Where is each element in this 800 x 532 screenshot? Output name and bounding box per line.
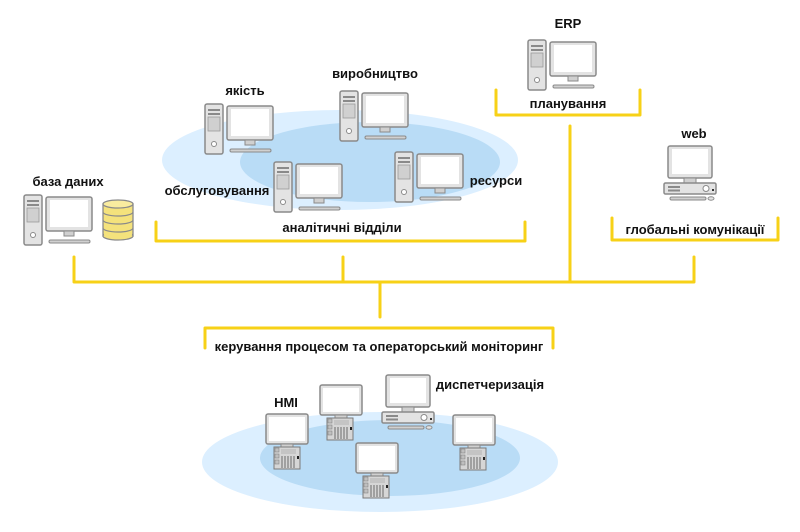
quality-label: якість	[225, 83, 264, 98]
database-workstation-icon	[23, 194, 93, 246]
global-comm-bracket	[610, 216, 780, 242]
web-server-icon	[663, 145, 717, 201]
erp-label: ERP	[555, 16, 582, 31]
maintenance-label: обслуговування	[165, 183, 270, 198]
dispatch-workstation-icon	[381, 374, 435, 430]
erp-workstation-icon	[527, 39, 597, 91]
global-comm-label: глобальні комунікації	[626, 222, 765, 237]
web-label: web	[680, 126, 706, 141]
hmi-panel-icon	[265, 413, 309, 449]
planning-bracket	[494, 88, 642, 117]
analytics-label: аналітичні відділи	[282, 220, 401, 235]
plc-controller-icon	[326, 417, 354, 441]
main-backbone	[72, 255, 696, 284]
analytics-bracket	[154, 220, 527, 243]
hmi-panel-icon	[452, 414, 496, 450]
process-control-label: керування процесом та операторський моні…	[215, 339, 544, 354]
dispatching-label: диспетчеризація	[436, 377, 544, 392]
hmi-panel-icon	[319, 384, 363, 420]
plc-controller-icon	[459, 447, 487, 471]
database-icon	[102, 199, 134, 241]
plc-controller-icon	[273, 446, 301, 470]
production-label: виробництво	[332, 66, 418, 81]
hmi-label: HMI	[274, 395, 298, 410]
database-label: база даних	[32, 174, 104, 189]
planning-label: планування	[530, 96, 607, 111]
resources-label: ресурси	[470, 173, 522, 188]
process-control-bracket	[203, 326, 555, 350]
hmi-panel-icon	[355, 442, 399, 478]
plc-controller-icon	[362, 475, 390, 499]
